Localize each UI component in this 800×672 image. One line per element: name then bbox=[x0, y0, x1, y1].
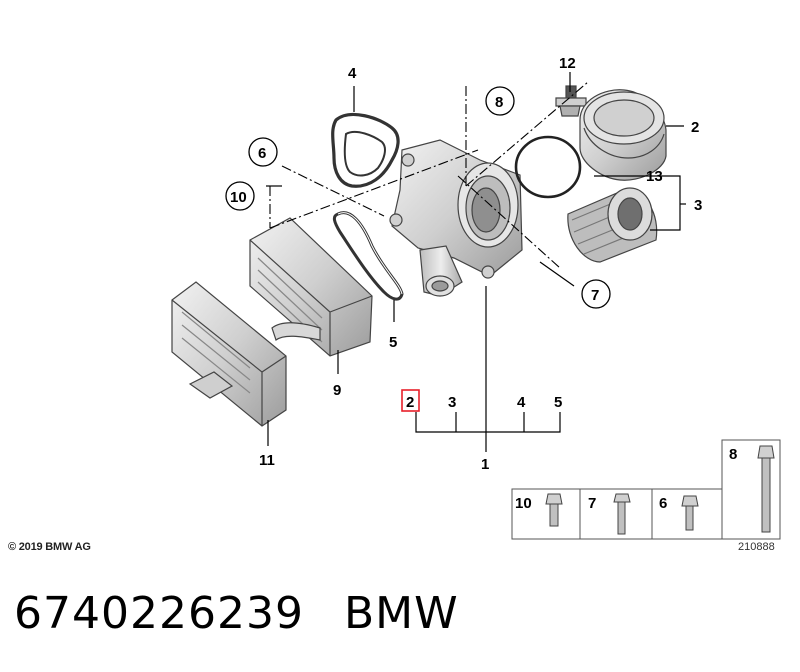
box-label-7: 7 bbox=[588, 495, 596, 512]
label-7-circled: 7 bbox=[591, 287, 599, 304]
callout-row-5: 5 bbox=[554, 394, 562, 411]
box-label-8: 8 bbox=[729, 446, 737, 463]
label-10-circled: 10 bbox=[230, 189, 247, 206]
filter-cap-2-drawing bbox=[579, 89, 667, 181]
oring-13-drawing bbox=[514, 135, 582, 199]
box-label-6: 6 bbox=[659, 495, 667, 512]
callout-row-2: 2 bbox=[406, 394, 414, 411]
hardware-box bbox=[511, 439, 781, 540]
label-1: 1 bbox=[481, 456, 489, 473]
label-3: 3 bbox=[694, 197, 702, 214]
sensor-12-drawing bbox=[555, 85, 587, 117]
bolt-6-drawing bbox=[681, 495, 699, 531]
oil-cooler-9-drawing bbox=[249, 217, 373, 357]
gasket-5-drawing bbox=[332, 211, 404, 301]
label-6-circled: 6 bbox=[258, 145, 266, 162]
callout-row-4: 4 bbox=[517, 394, 526, 411]
highlight-box bbox=[401, 389, 420, 412]
leader-lines bbox=[269, 81, 589, 269]
label-4: 4 bbox=[348, 65, 357, 82]
label-11: 11 bbox=[259, 452, 275, 469]
label-13: 13 bbox=[646, 168, 663, 185]
label-12: 12 bbox=[559, 55, 576, 72]
copyright-notice: © 2019 BMW AG bbox=[8, 541, 91, 553]
bolt-10-drawing bbox=[545, 493, 563, 527]
label-9: 9 bbox=[333, 382, 341, 399]
label-8-circled: 8 bbox=[495, 94, 503, 111]
filter-element-3-drawing bbox=[567, 187, 658, 263]
bolt-7-drawing bbox=[613, 493, 631, 535]
part-number: 6740226239 bbox=[14, 588, 304, 639]
bolt-8-drawing bbox=[757, 445, 775, 533]
label-5: 5 bbox=[389, 334, 397, 351]
oil-cooler-11-drawing bbox=[171, 281, 287, 427]
brand-name: BMW bbox=[343, 588, 459, 639]
solid-leaders bbox=[266, 72, 686, 452]
circled-callouts bbox=[225, 86, 611, 309]
box-label-10: 10 bbox=[515, 495, 532, 512]
part-number-line: 6740226239 BMW bbox=[14, 588, 459, 639]
label-2: 2 bbox=[691, 119, 699, 136]
diagram-reference-number: 210888 bbox=[738, 541, 775, 553]
filter-housing-1-drawing bbox=[389, 139, 523, 297]
callout-row-3: 3 bbox=[448, 394, 456, 411]
gasket-4-drawing bbox=[331, 112, 400, 188]
